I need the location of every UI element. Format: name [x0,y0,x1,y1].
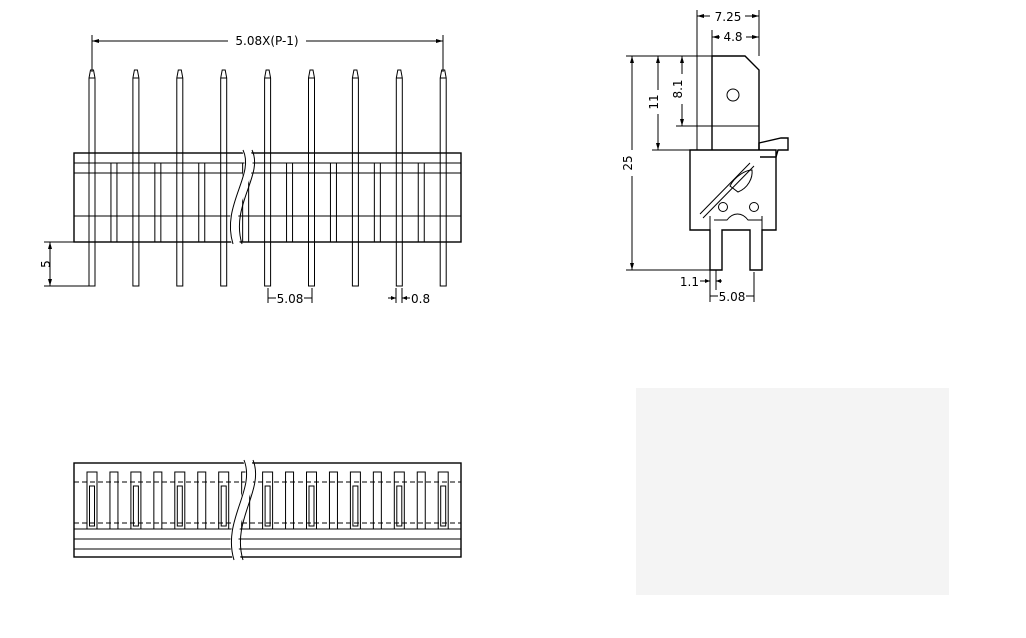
housing-wall [329,162,337,243]
leg-width-label: 1.1 [680,275,699,289]
front-pin [176,69,184,287]
pin-width-label: 0.8 [411,292,430,306]
housing-wall [110,162,118,243]
front-pin [395,69,403,287]
bottom-wall [416,471,426,530]
body-hole-left [718,202,728,212]
front-break-line [229,148,256,246]
front-pin [220,69,228,287]
body-hole-right [749,202,759,212]
pitch-dimension: 5.08 [267,288,313,306]
housing-wall [154,162,162,243]
bottom-slot [262,471,274,530]
front-pin [264,69,272,287]
housing-body [73,152,462,243]
front-pin [351,69,359,287]
bottom-slot [306,471,317,530]
bottom-pin-section [440,485,447,527]
bottom-break-line [230,458,257,562]
tab-height-label: 11 [647,94,661,109]
tab-hole-height-dimension: 8.1 [671,56,712,127]
housing-wall [286,162,294,243]
leg-pitch-dimension: 5.08 [709,272,755,304]
pitch-label: 5.08 [277,292,304,306]
bottom-view [73,458,462,562]
bottom-wall [197,471,207,530]
front-pin [308,69,315,287]
bottom-slot [349,471,361,530]
side-view: 7.25 4.8 25 11 [621,10,789,304]
bottom-pin-section [308,485,315,527]
front-pin [88,69,96,287]
tab-height-dimension: 11 [647,56,697,151]
tab-hole [726,88,740,102]
bottom-wall [372,471,382,530]
bottom-wall [328,471,338,530]
bottom-wall [109,471,119,530]
bottom-pin-section [396,485,403,527]
tail-length-label: 5 [39,260,53,268]
bottom-pin-section [89,485,95,527]
bottom-pin-section [176,485,183,527]
bottom-pin-section [132,485,139,527]
bottom-slot [218,471,230,530]
bottom-wall [153,471,163,530]
bottom-slots [86,471,449,530]
faint-watermark-box [636,388,949,595]
pin-width-dimension: 0.8 [388,288,430,306]
overall-width-dimension: 5.08X(P-1) [91,34,444,72]
bottom-slot [437,471,449,530]
leg-pitch-label: 5.08 [719,290,746,304]
front-pin [132,69,140,287]
side-width-label: 7.25 [715,10,742,24]
tab-hole-height-label: 8.1 [671,79,685,98]
front-pin [439,69,447,287]
pitch-formula-label: 5.08X(P-1) [235,34,298,48]
housing-wall [417,162,425,243]
bottom-pin-section [264,485,271,527]
terminal-outline [689,55,789,271]
bottom-slot [174,471,186,530]
housing-wall [198,162,206,243]
leg-width-dimension: 1.1 [680,270,722,290]
bottom-slot [393,471,405,530]
total-height-dimension: 25 [621,55,712,271]
tab-width-dimension: 4.8 [711,30,759,56]
bottom-slot [86,471,98,530]
bottom-wall [285,471,295,530]
front-view: 5.08X(P-1) 5 [39,34,462,306]
tail-length-dimension: 5 [39,241,90,287]
housing-wall [373,162,381,243]
bottom-pin-section [352,485,359,527]
tab-width-label: 4.8 [723,30,742,44]
front-pins [88,69,447,287]
total-height-label: 25 [621,155,635,170]
bottom-slot [130,471,142,530]
side-width-dimension: 7.25 [696,10,760,150]
bottom-pin-section [220,485,227,527]
